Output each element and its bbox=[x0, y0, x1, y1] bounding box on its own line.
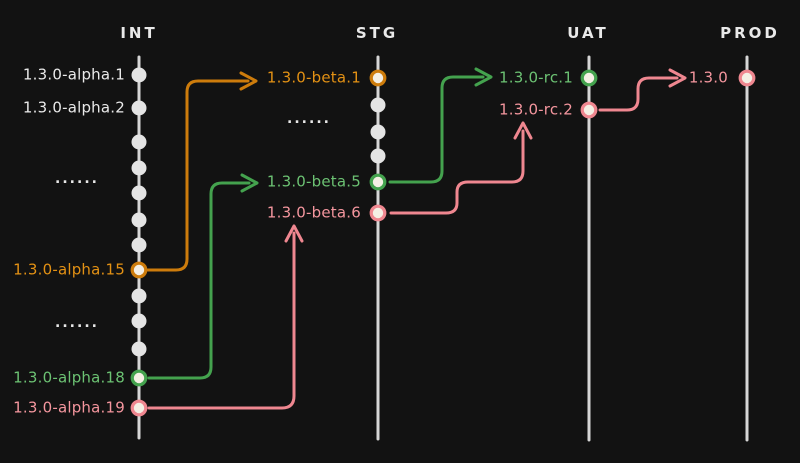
branch-header-prod: PROD bbox=[720, 24, 780, 42]
commit-dot bbox=[131, 313, 147, 329]
arrow-beta6-to-rc2 bbox=[389, 129, 525, 215]
tag-label-130: 1.3.0 bbox=[688, 68, 728, 87]
branch-header-stg: STG bbox=[355, 24, 399, 42]
commit-dot bbox=[370, 124, 386, 140]
tag-label-beta1: 1.3.0-beta.1 bbox=[266, 68, 361, 87]
commit-dot-alpha15 bbox=[130, 261, 148, 279]
tag-label-rc1: 1.3.0-rc.1 bbox=[499, 68, 573, 87]
commit-dot-alpha2 bbox=[131, 100, 147, 116]
arrowhead-right-icon bbox=[239, 71, 258, 91]
commit-dot-rc2 bbox=[580, 101, 598, 119]
arrowhead-right-icon bbox=[474, 67, 493, 87]
commit-dot bbox=[370, 97, 386, 113]
commit-dot-beta1 bbox=[369, 69, 387, 87]
commit-dot-rc1 bbox=[580, 69, 598, 87]
tag-label-beta6: 1.3.0-beta.6 bbox=[266, 203, 361, 222]
commit-dot-alpha18 bbox=[130, 369, 148, 387]
ellipsis-int-2: ...... bbox=[55, 315, 99, 331]
commit-dot bbox=[131, 134, 147, 150]
tag-label-alpha2: 1.3.0-alpha.2 bbox=[22, 98, 125, 117]
commit-dot bbox=[131, 185, 147, 201]
tag-label-alpha19: 1.3.0-alpha.19 bbox=[13, 398, 125, 417]
tag-label-beta5: 1.3.0-beta.5 bbox=[266, 172, 361, 191]
commit-dot bbox=[131, 160, 147, 176]
arrow-alpha19-to-beta6 bbox=[147, 231, 296, 410]
arrowhead-up-icon bbox=[284, 224, 304, 243]
tag-label-alpha1: 1.3.0-alpha.1 bbox=[22, 65, 125, 84]
tag-label-alpha18: 1.3.0-alpha.18 bbox=[13, 368, 125, 387]
commit-dot-beta6 bbox=[369, 204, 387, 222]
commit-dot-alpha19 bbox=[130, 399, 148, 417]
ellipsis-stg: ...... bbox=[287, 111, 331, 127]
commit-dot bbox=[131, 288, 147, 304]
commit-dot bbox=[131, 212, 147, 228]
tag-label-alpha15: 1.3.0-alpha.15 bbox=[13, 260, 125, 279]
arrow-rc2-to-130 bbox=[598, 76, 679, 112]
tag-label-rc2: 1.3.0-rc.2 bbox=[499, 100, 573, 119]
arrow-beta5-to-rc1 bbox=[388, 75, 485, 184]
branch-header-uat: UAT bbox=[567, 24, 609, 42]
commit-dot bbox=[131, 341, 147, 357]
arrowhead-right-icon bbox=[668, 68, 687, 88]
arrowhead-up-icon bbox=[513, 121, 533, 140]
commit-dot-alpha1 bbox=[131, 67, 147, 83]
commit-dot-beta5 bbox=[369, 173, 387, 191]
commit-dot-130 bbox=[738, 69, 756, 87]
arrow-alpha15-to-beta1 bbox=[146, 79, 250, 272]
ellipsis-int-1: ...... bbox=[55, 171, 99, 187]
arrow-alpha18-to-beta5 bbox=[147, 181, 251, 380]
commit-dot bbox=[370, 148, 386, 164]
branch-header-int: INT bbox=[120, 24, 158, 42]
commit-dot bbox=[131, 237, 147, 253]
arrowhead-right-icon bbox=[240, 173, 259, 193]
